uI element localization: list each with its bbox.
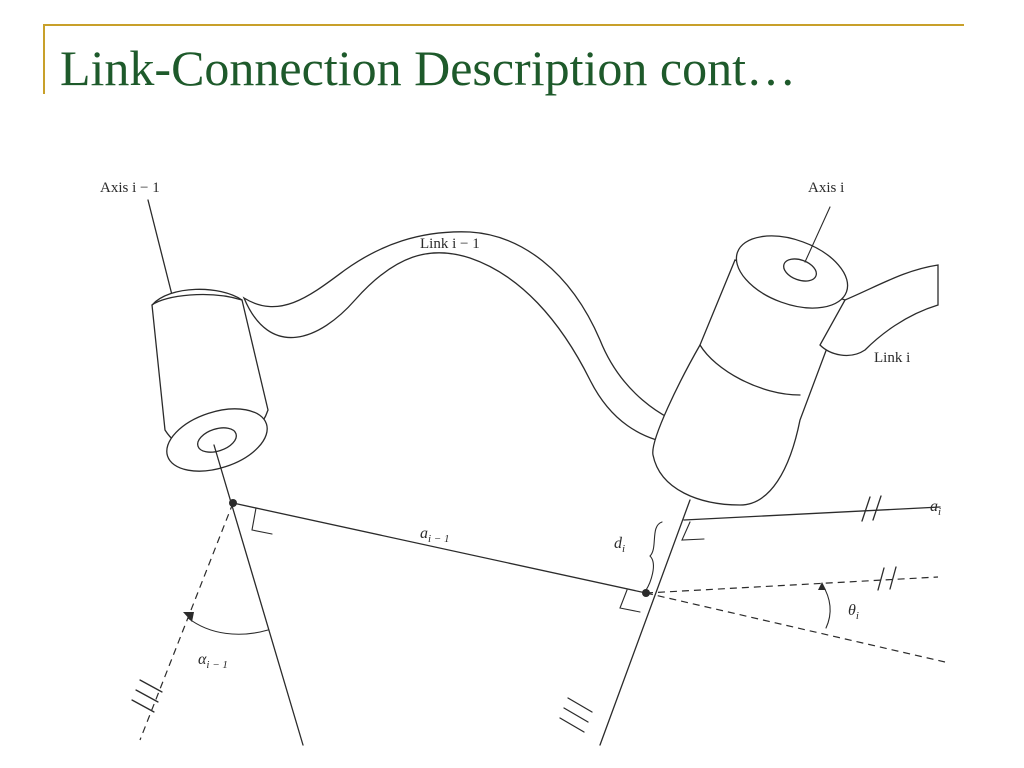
label-alpha: αi − 1 (198, 651, 228, 671)
axis-curr-lower-line (599, 499, 691, 746)
label-axis-curr: Axis i (808, 180, 844, 196)
slash-mark-4 (889, 566, 897, 590)
slash-mark-1 (861, 496, 871, 522)
right-angle-marker-upper (681, 521, 705, 541)
tick-mark-2 (135, 689, 159, 703)
right-angle-marker-right (619, 589, 641, 613)
link-prev-body (242, 231, 702, 446)
slash-mark-2 (872, 495, 882, 521)
label-a-prev: ai − 1 (420, 525, 449, 545)
title-rule-horizontal (43, 24, 964, 26)
tick-mark-5 (563, 707, 589, 723)
label-a-curr: ai (930, 498, 941, 518)
common-normal-a-prev (232, 502, 647, 594)
link-curr-body (819, 264, 939, 357)
right-cylinder-body (652, 259, 846, 506)
left-cylinder-top-edge (151, 293, 243, 306)
right-angle-marker-left (251, 507, 273, 535)
label-axis-prev: Axis i − 1 (100, 180, 160, 196)
alpha-arc (187, 617, 269, 635)
axis-prev-upper-line (147, 199, 173, 296)
title-rule-vertical (43, 24, 45, 94)
dashed-axis-curr-parallel (139, 502, 234, 741)
label-d: di (614, 535, 625, 555)
right-cylinder-band (699, 344, 801, 396)
alpha-arrowhead (183, 612, 194, 622)
dashed-a-curr-direction (645, 592, 946, 663)
label-link-curr: Link i (874, 350, 910, 366)
tick-mark-6 (559, 717, 585, 733)
label-theta: θi (848, 602, 859, 622)
left-cylinder-bore (197, 427, 237, 453)
slide-title: Link-Connection Description cont… (60, 40, 796, 96)
label-link-prev: Link i − 1 (420, 236, 480, 252)
slash-mark-3 (877, 567, 885, 591)
theta-arrowhead (818, 582, 826, 590)
theta-arc (821, 583, 831, 629)
tick-mark-3 (131, 699, 155, 713)
right-cylinder-bore (783, 258, 817, 282)
common-normal-a-curr (683, 506, 941, 521)
axis-curr-leader (804, 206, 831, 263)
axis-prev-lower-line (213, 444, 304, 746)
dashed-a-prev-extension (645, 576, 939, 594)
tick-mark-1 (139, 679, 163, 693)
d-brace (645, 521, 663, 591)
tick-mark-4 (567, 697, 593, 713)
